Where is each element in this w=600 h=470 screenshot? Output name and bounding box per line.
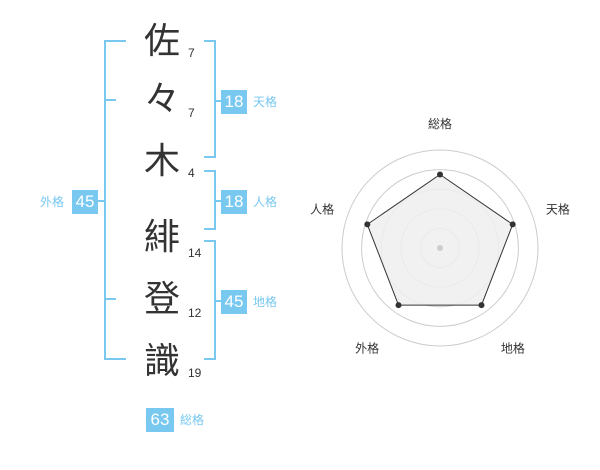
bracket-tick xyxy=(104,298,116,300)
stroke-count-1: 7 xyxy=(188,46,195,60)
radar-axis-label: 外格 xyxy=(355,340,379,355)
soukaku-value-badge: 63 xyxy=(146,408,174,432)
bracket-tick xyxy=(215,200,222,202)
radar-point-5 xyxy=(364,221,371,228)
gaikaku-bracket xyxy=(104,40,126,360)
bracket-tick xyxy=(104,99,116,101)
radar-axis-label: 総格 xyxy=(428,116,452,131)
chikaku-label: 地格 xyxy=(253,295,278,309)
name-char-2: 々 xyxy=(143,79,180,120)
gaikaku-value-badge: 45 xyxy=(72,190,98,214)
name-char-6: 識 xyxy=(143,341,180,382)
radar-axis-label: 天格 xyxy=(546,202,570,217)
bracket-tick xyxy=(215,300,222,302)
radar-polygon xyxy=(366,173,514,306)
chikaku-value-badge: 45 xyxy=(221,290,247,314)
radar-point-3 xyxy=(478,302,485,309)
tenkaku-label: 天格 xyxy=(253,95,278,109)
tenkaku-bracket xyxy=(204,40,216,158)
stroke-count-4: 14 xyxy=(188,246,202,260)
tenkaku-value-badge: 18 xyxy=(221,90,247,114)
radar-point-2 xyxy=(509,221,516,228)
soukaku-label: 総格 xyxy=(180,413,205,427)
stroke-count-2: 7 xyxy=(188,106,195,120)
gaikaku-label: 外格 xyxy=(40,195,65,209)
stroke-count-6: 19 xyxy=(188,366,202,380)
radar-center-dot xyxy=(437,245,443,251)
jinkaku-label: 人格 xyxy=(253,195,278,209)
radar-points xyxy=(364,171,516,309)
name-char-4: 緋 xyxy=(143,217,180,258)
bracket-tick xyxy=(96,200,106,202)
radar-axis-label: 人格 xyxy=(310,202,334,217)
radar-point-4 xyxy=(395,302,402,309)
name-char-1: 佐 xyxy=(143,21,180,62)
bracket-tick xyxy=(215,100,222,102)
jinkaku-value-badge: 18 xyxy=(221,190,247,214)
radar-axis-label: 地格 xyxy=(501,340,525,355)
name-char-3: 木 xyxy=(143,141,180,182)
radar-ring xyxy=(361,169,519,327)
stroke-count-5: 12 xyxy=(188,306,202,320)
name-char-5: 登 xyxy=(143,279,180,320)
stroke-count-3: 4 xyxy=(188,166,195,180)
radar-point-1 xyxy=(437,171,443,178)
